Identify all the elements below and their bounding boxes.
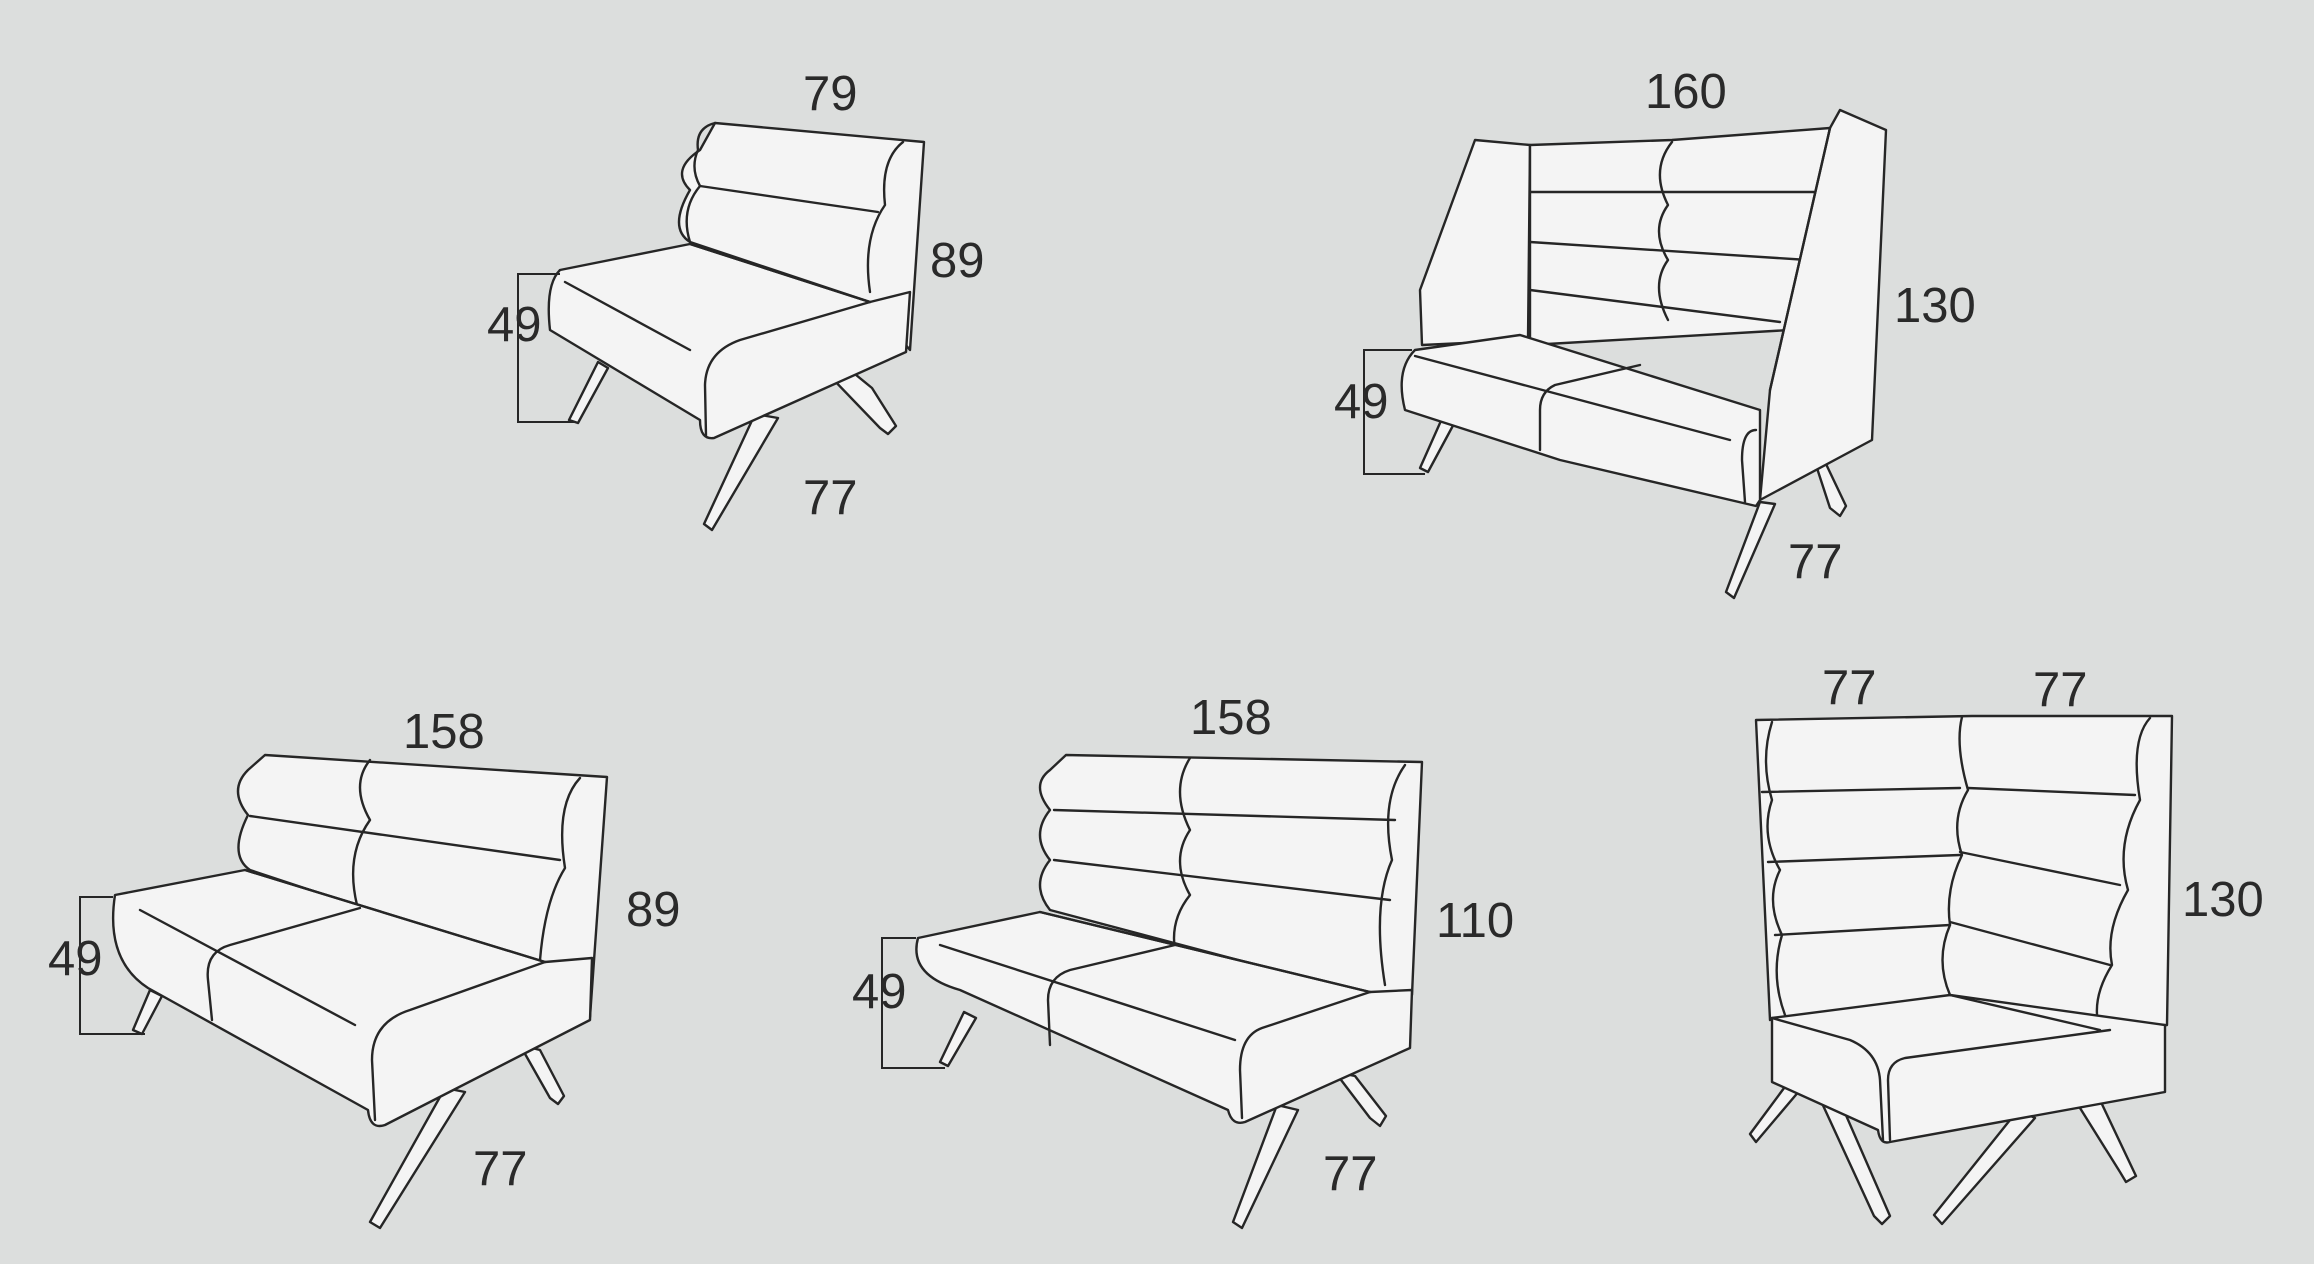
corner-chair-width-left-label: 77 <box>1822 661 1877 715</box>
sofa-mid-depth-label: 77 <box>1323 1147 1378 1201</box>
armchair-seat <box>547 242 912 440</box>
armchair-leg <box>702 412 780 532</box>
corner-chair-back <box>1754 714 2174 1032</box>
sofa-low-seat-height-label: 49 <box>48 932 103 986</box>
armchair-seat-height-label: 49 <box>487 298 542 352</box>
sofa-seat <box>1400 333 1762 508</box>
armchair-width-label: 79 <box>803 67 858 121</box>
sofa-mid-seat-height-label: 49 <box>852 965 907 1019</box>
corner-chair-width-right-label: 77 <box>2033 663 2088 717</box>
sofa-side-left <box>1418 138 1532 347</box>
sofa-low-depth-label: 77 <box>473 1142 528 1196</box>
armchair-height-label: 89 <box>930 234 985 288</box>
sofa-mid-width-label: 158 <box>1190 691 1272 745</box>
armchair-leg <box>567 360 610 425</box>
corner-chair-height-label: 130 <box>2182 873 2264 927</box>
high-back-sofa-seat-height-label: 49 <box>1334 375 1389 429</box>
corner-chair-drawing <box>1748 714 2174 1226</box>
high-back-sofa-depth-label: 77 <box>1788 535 1843 589</box>
sofa-low-height-label: 89 <box>626 883 681 937</box>
sofa-mid-drawing <box>881 753 1424 1230</box>
sofa-mid-height-label: 110 <box>1436 894 1515 948</box>
high-back-sofa-height-label: 130 <box>1894 279 1976 333</box>
sofa-mid-back <box>1038 753 1424 997</box>
seat-height-dimension <box>517 273 575 423</box>
sofa-low-width-label: 158 <box>403 705 485 759</box>
sofa-back <box>1528 126 1832 347</box>
armchair-drawing <box>517 121 926 532</box>
corner-chair-seat <box>1770 993 2167 1144</box>
high-back-sofa-width-label: 160 <box>1645 65 1727 119</box>
sofa-low-drawing <box>79 753 609 1230</box>
armchair-depth-label: 77 <box>803 471 858 525</box>
sofa-low-seat <box>111 868 594 1128</box>
high-back-sofa-drawing <box>1363 108 1888 600</box>
